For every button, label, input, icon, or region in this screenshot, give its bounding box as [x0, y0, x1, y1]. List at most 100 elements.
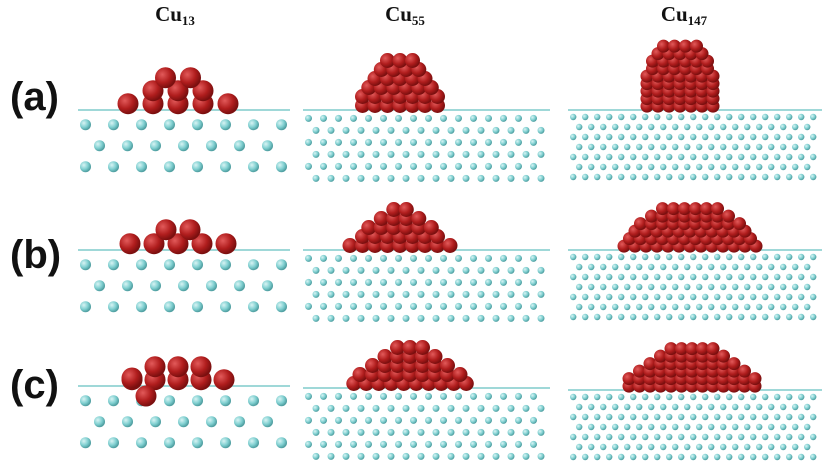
- substrate-atom: [624, 283, 631, 291]
- substrate-atom: [654, 113, 661, 121]
- substrate-atom: [786, 113, 793, 121]
- substrate-atom: [786, 133, 793, 141]
- substrate-atom: [792, 423, 799, 431]
- substrate-atom: [702, 253, 709, 261]
- substrate-atom: [780, 423, 787, 431]
- substrate-atom: [690, 253, 697, 261]
- substrate-atom: [122, 280, 133, 292]
- cluster-atom: [706, 342, 720, 356]
- substrate-atom: [678, 313, 685, 321]
- substrate-atom: [642, 153, 649, 161]
- substrate-atom: [178, 280, 189, 292]
- substrate-atom: [327, 314, 335, 322]
- substrate-atom: [305, 440, 312, 448]
- substrate-atom: [588, 443, 595, 451]
- substrate-atom: [684, 163, 691, 171]
- substrate-atom: [744, 143, 751, 151]
- substrate-atom: [462, 404, 470, 412]
- substrate-atom: [507, 314, 515, 322]
- substrate-atom: [80, 437, 91, 449]
- substrate-atom: [570, 313, 577, 321]
- column-title-prefix: Cu: [660, 2, 688, 26]
- substrate-atom: [305, 278, 312, 286]
- substrate-atom: [702, 273, 709, 281]
- substrate-atom: [696, 443, 703, 451]
- substrate-atom: [342, 404, 350, 412]
- panel-a-cu13: [78, 67, 290, 173]
- substrate-atom: [312, 314, 320, 322]
- substrate-atom: [80, 119, 91, 131]
- substrate-atom: [470, 138, 477, 146]
- substrate-atom: [714, 293, 721, 301]
- substrate-atom: [786, 253, 793, 261]
- substrate-atom: [774, 113, 781, 121]
- substrate-atom: [768, 423, 775, 431]
- cluster-atom: [167, 80, 189, 102]
- substrate-atom: [305, 114, 312, 122]
- substrate-atom: [636, 143, 643, 151]
- substrate-atom: [702, 453, 709, 461]
- substrate-atom: [630, 153, 637, 161]
- substrate-atom: [350, 278, 357, 286]
- substrate-atom: [594, 113, 601, 121]
- substrate-atom: [642, 413, 649, 421]
- substrate-atom: [108, 119, 119, 131]
- substrate-atom: [636, 443, 643, 451]
- substrate-atom: [357, 174, 365, 182]
- substrate-atom: [600, 403, 607, 411]
- substrate-atom: [395, 114, 402, 122]
- substrate-atom: [500, 162, 507, 170]
- substrate-atom: [756, 423, 763, 431]
- substrate-atom: [606, 293, 613, 301]
- substrate-atom: [276, 395, 287, 407]
- substrate-atom: [206, 140, 217, 152]
- substrate-atom: [220, 161, 231, 173]
- substrate-atom: [432, 428, 440, 436]
- cluster-atom: [390, 340, 405, 355]
- substrate-atom: [636, 163, 643, 171]
- substrate-atom: [648, 283, 655, 291]
- substrate-atom: [582, 453, 589, 461]
- substrate-atom: [380, 138, 387, 146]
- substrate-atom: [108, 161, 119, 173]
- substrate-atom: [425, 138, 432, 146]
- substrate-atom: [810, 393, 817, 401]
- substrate-atom: [327, 150, 335, 158]
- cluster-atom: [679, 39, 692, 53]
- substrate-atom: [372, 452, 380, 460]
- substrate-atom: [342, 428, 350, 436]
- substrate-atom: [786, 273, 793, 281]
- substrate-atom: [714, 253, 721, 261]
- substrate-atom: [762, 253, 769, 261]
- substrate-atom: [774, 433, 781, 441]
- substrate-atom: [350, 114, 357, 122]
- column-title-subscript: 55: [411, 13, 425, 28]
- substrate-atom: [606, 173, 613, 181]
- substrate-atom: [666, 113, 673, 121]
- substrate-atom: [654, 433, 661, 441]
- cluster-atom-embedded: [121, 367, 143, 389]
- substrate-atom: [804, 163, 811, 171]
- substrate-atom: [515, 440, 522, 448]
- substrate-atom: [262, 140, 273, 152]
- column-title-cu13: Cu13: [105, 2, 245, 29]
- substrate-atom: [312, 404, 320, 412]
- substrate-atom: [447, 174, 455, 182]
- substrate-atom: [387, 428, 395, 436]
- substrate-atom: [810, 313, 817, 321]
- substrate-atom: [570, 253, 577, 261]
- substrate-atom: [395, 278, 402, 286]
- substrate-atom: [570, 133, 577, 141]
- substrate-atom: [762, 273, 769, 281]
- substrate-atom: [678, 453, 685, 461]
- substrate-atom: [762, 153, 769, 161]
- substrate-atom: [618, 273, 625, 281]
- substrate-atom: [768, 123, 775, 131]
- substrate-atom: [798, 133, 805, 141]
- substrate-atom: [410, 302, 417, 310]
- substrate-atom: [732, 423, 739, 431]
- substrate-atom: [702, 413, 709, 421]
- substrate-atom: [530, 392, 537, 400]
- substrate-atom: [678, 153, 685, 161]
- substrate-atom: [417, 150, 425, 158]
